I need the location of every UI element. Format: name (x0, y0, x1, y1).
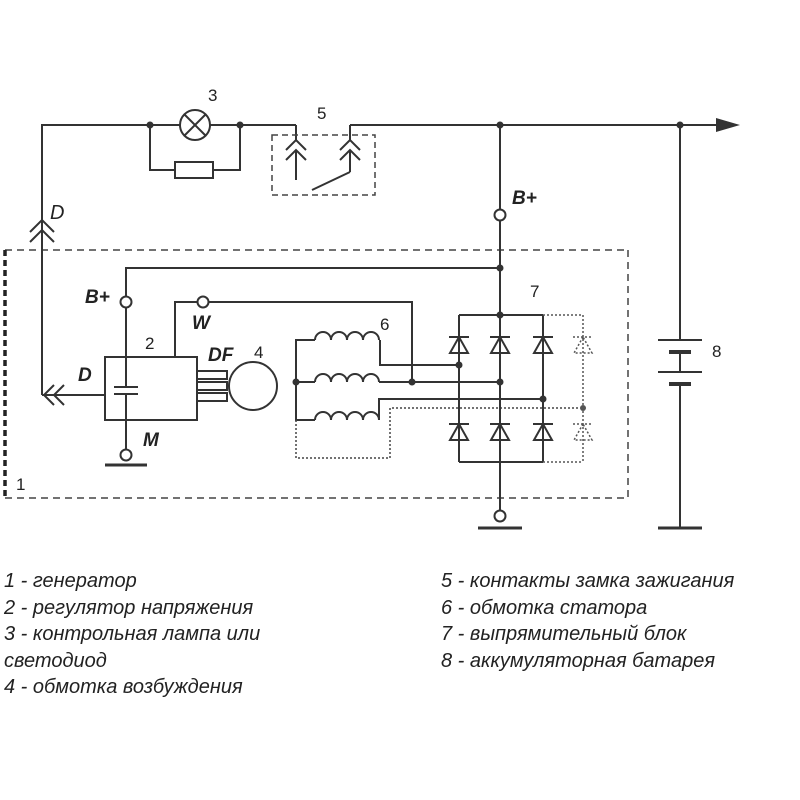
switch-lever (311, 171, 351, 191)
voltage-regulator (42, 267, 500, 467)
legend-item-8: 8 - аккумуляторная батарея (441, 649, 716, 672)
lamp-icon (179, 109, 211, 141)
legend-right-column: 5 - контакты замка зажигания 6 - обмотка… (441, 568, 734, 674)
label-d-regulator: D (78, 365, 92, 386)
main-supply-line (41, 118, 740, 395)
output-arrow-icon (716, 118, 740, 132)
number-4: 4 (254, 343, 263, 362)
number-3: 3 (208, 86, 217, 105)
number-5: 5 (317, 104, 326, 123)
b-plus-terminal (493, 125, 507, 315)
legend-left-column: 1 - генератор 2 - регулятор напряжения 3… (4, 568, 260, 701)
legend-item-3-continued: светодиод (4, 649, 107, 672)
legend-item-6: 6 - обмотка статора (441, 596, 648, 619)
ignition-switch (271, 134, 376, 196)
label-w: W (192, 313, 212, 334)
label-df: DF (208, 345, 235, 366)
legend-item-4: 4 - обмотка возбуждения (4, 676, 243, 698)
label-m: M (143, 430, 160, 451)
rectifier-block (448, 311, 594, 530)
number-2: 2 (145, 334, 154, 353)
legend-item-5: 5 - контакты замка зажигания (441, 570, 735, 592)
label-b-plus-regulator: B+ (85, 287, 110, 308)
battery (658, 125, 702, 530)
resistor-icon (174, 161, 214, 179)
number-6: 6 (380, 315, 389, 334)
label-b-plus-main: B+ (512, 188, 537, 209)
stator-winding (292, 331, 580, 459)
circuit-schematic: D B+ B+ W DF D M 3 5 2 4 6 7 8 1 (3, 86, 740, 530)
d-connector (29, 218, 55, 243)
excitation-winding (196, 361, 278, 411)
generator-housing (3, 249, 629, 499)
number-7: 7 (530, 282, 539, 301)
label-d-top: D (50, 202, 64, 224)
legend-item-3: 3 - контрольная лампа или (4, 623, 261, 645)
legend-item-7: 7 - выпрямительный блок (441, 623, 687, 645)
legend: 1 - генератор 2 - регулятор напряжения 3… (0, 568, 800, 718)
number-1: 1 (16, 475, 25, 494)
legend-item-2: 2 - регулятор напряжения (4, 596, 254, 619)
number-8: 8 (712, 342, 721, 361)
legend-item-1: 1 - генератор (4, 570, 137, 592)
control-lamp (146, 109, 244, 179)
